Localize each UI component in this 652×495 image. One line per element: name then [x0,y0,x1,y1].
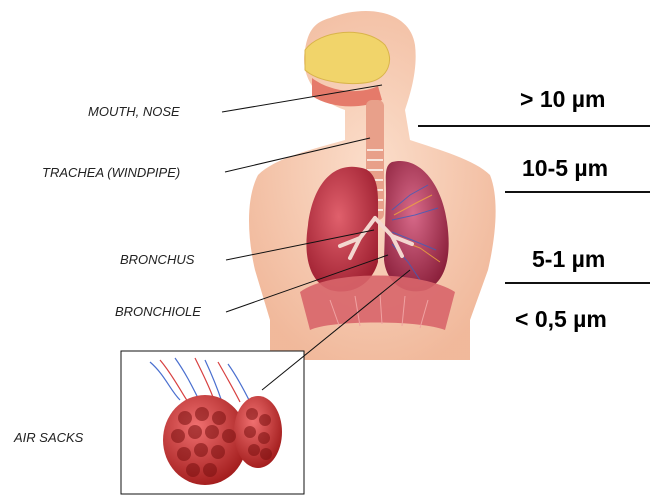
label-mouth-nose: MOUTH, NOSE [88,104,180,119]
size-trachea: 10-5 µm [522,155,608,182]
nasal-cavity [305,32,390,106]
label-air-sacks: AIR SACKS [14,430,83,445]
label-bronchus: BRONCHUS [120,252,194,267]
label-bronchiole: BRONCHIOLE [115,304,201,319]
size-bronchi: 5-1 µm [532,246,605,273]
diaphragm [300,276,455,331]
size-upper: > 10 µm [520,86,606,113]
size-alveoli: < 0,5 µm [515,306,607,333]
label-trachea: TRACHEA (WINDPIPE) [42,165,180,180]
